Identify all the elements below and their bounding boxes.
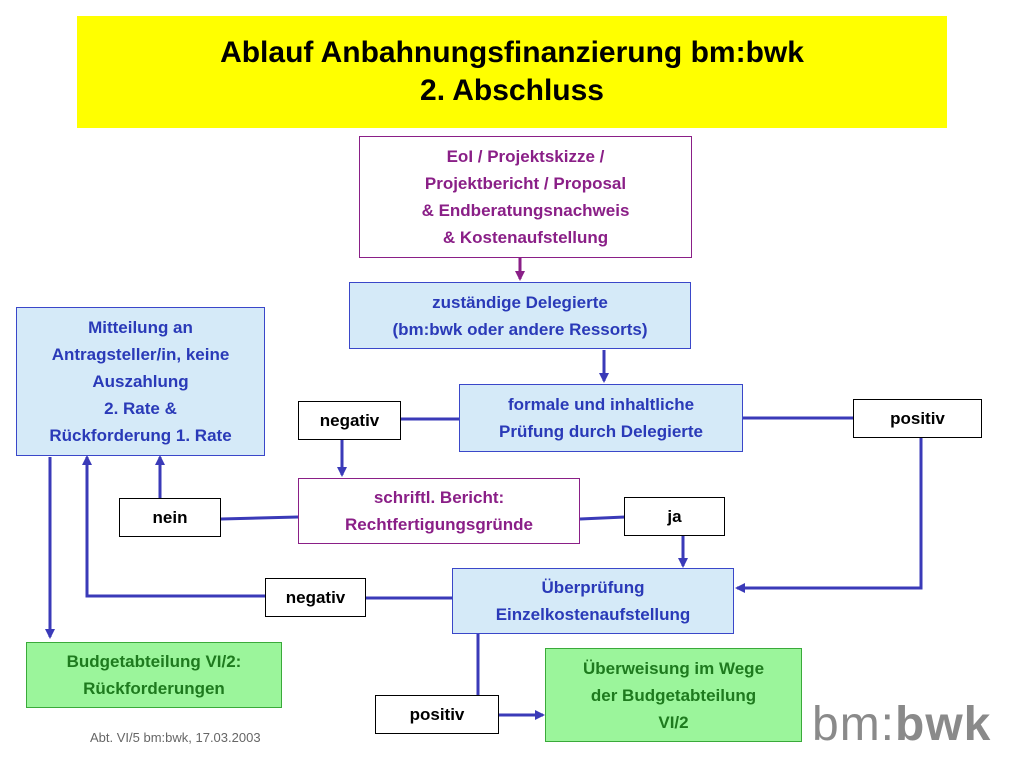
review-line: formale und inhaltliche <box>507 395 695 414</box>
label-negativ-review: negativ <box>298 401 401 440</box>
transfer-line: VI/2 <box>658 712 689 732</box>
footer-text: Abt. VI/5 bm:bwk, 17.03.2003 <box>90 730 261 745</box>
cost-check-box: Überprüfung Einzelkostenaufstellung <box>452 568 734 634</box>
logo-part-a: bm: <box>812 698 896 751</box>
written-report-text: schriftl. Bericht: Rechtfertigungsgründe <box>345 484 533 538</box>
label-positiv-review: positiv <box>853 399 982 438</box>
transfer-text: Überweisung im Wege der Budgetabteilung … <box>583 655 764 736</box>
submission-line: & Kostenaufstellung <box>442 228 609 247</box>
written-report-box: schriftl. Bericht: Rechtfertigungsgründe <box>298 478 580 544</box>
submission-line: Projektbericht / Proposal <box>424 174 627 193</box>
page-subtitle: 2. Abschluss <box>420 74 604 107</box>
title-banner: Ablauf Anbahnungsfinanzierung bm:bwk 2. … <box>77 16 947 128</box>
notification-text: Mitteilung an Antragsteller/in, keine Au… <box>49 314 231 449</box>
review-text: formale und inhaltliche Prüfung durch De… <box>499 391 703 445</box>
label-ja: ja <box>624 497 725 536</box>
brand-logo: bm:bwk <box>812 697 991 752</box>
review-box: formale und inhaltliche Prüfung durch De… <box>459 384 743 452</box>
label-nein: nein <box>119 498 221 537</box>
logo-part-b: bwk <box>895 698 992 751</box>
notification-line: Mitteilung an <box>88 318 193 337</box>
cost-check-text: Überprüfung Einzelkostenaufstellung <box>496 574 691 628</box>
written-report-line: schriftl. Bericht: <box>373 488 505 507</box>
arrow-positiv-to-costcheck <box>735 438 923 593</box>
cost-check-line: Überprüfung <box>541 578 645 597</box>
submission-line: EoI / Projektskizze / <box>446 147 605 166</box>
budget-recovery-text: Budgetabteilung VI/2: Rückforderungen <box>67 648 242 702</box>
notification-line: Auszahlung <box>92 372 189 391</box>
delegate-box: zuständige Delegierte (bm:bwk oder ander… <box>349 282 691 349</box>
cost-check-line: Einzelkostenaufstellung <box>495 605 691 624</box>
budget-recovery-line: Rückforderungen <box>83 679 225 698</box>
label-negativ-cost: negativ <box>265 578 366 617</box>
line-report-to-nein <box>220 515 299 521</box>
submission-box: EoI / Projektskizze / Projektbericht / P… <box>359 136 692 258</box>
submission-text: EoI / Projektskizze / Projektbericht / P… <box>422 143 630 251</box>
review-line: Prüfung durch Delegierte <box>498 422 704 441</box>
delegate-line: zuständige Delegierte <box>432 292 608 312</box>
submission-line: & Endberatungsnachweis <box>421 201 630 220</box>
delegate-line: (bm:bwk oder andere Ressorts) <box>392 319 648 339</box>
budget-recovery-line: Budgetabteilung VI/2: <box>66 652 242 671</box>
notification-line: Rückforderung 1. Rate <box>49 426 232 445</box>
written-report-line: Rechtfertigungsgründe <box>345 515 533 534</box>
label-positiv-cost: positiv <box>375 695 499 734</box>
transfer-line: der Budgetabteilung <box>590 685 757 705</box>
notification-line: 2. Rate & <box>104 399 177 418</box>
transfer-line: Überweisung im Wege <box>582 658 765 678</box>
delegate-text: zuständige Delegierte (bm:bwk oder ander… <box>392 289 647 343</box>
arrow-negativ-to-notification <box>82 455 265 598</box>
budget-recovery-box: Budgetabteilung VI/2: Rückforderungen <box>26 642 282 708</box>
line-report-to-ja <box>579 515 626 521</box>
page-title: Ablauf Anbahnungsfinanzierung bm:bwk <box>220 36 804 69</box>
transfer-box: Überweisung im Wege der Budgetabteilung … <box>545 648 802 742</box>
notification-line: Antragsteller/in, keine <box>51 345 230 364</box>
notification-box: Mitteilung an Antragsteller/in, keine Au… <box>16 307 265 456</box>
